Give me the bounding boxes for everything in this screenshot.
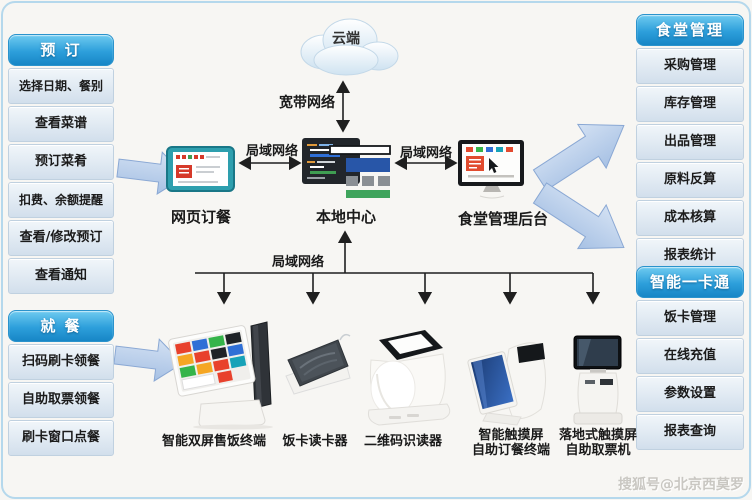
smart-card-item: 参数设置 bbox=[636, 376, 744, 412]
web-ordering-tablet-icon bbox=[166, 146, 236, 196]
device-label-kiosk: 落地式触摸屏 自助取票机 bbox=[552, 428, 644, 458]
cloud-icon bbox=[290, 10, 402, 80]
panel-canteen-mgmt: 食堂管理 采购管理 库存管理 出品管理 原料反算 成本核算 报表统计 bbox=[636, 14, 744, 274]
booking-item: 预订菜肴 bbox=[8, 144, 114, 180]
backend-label: 食堂管理后台 bbox=[457, 210, 548, 228]
block-arrow-smartcard bbox=[532, 182, 625, 250]
block-arrow-canteen bbox=[532, 123, 625, 191]
canteen-item: 成本核算 bbox=[636, 200, 744, 236]
booking-item: 查看/修改预订 bbox=[8, 220, 114, 256]
device-ticket-kiosk bbox=[566, 334, 630, 428]
dining-item: 自助取票领餐 bbox=[8, 382, 114, 418]
canteen-item: 库存管理 bbox=[636, 86, 744, 122]
device-label-qr-reader: 二维码识读器 bbox=[363, 434, 442, 449]
panel-booking-header: 预 订 bbox=[8, 34, 114, 66]
booking-item: 选择日期、餐别 bbox=[8, 68, 114, 104]
backend-monitor-icon bbox=[456, 140, 528, 200]
local-center-label: 本地中心 bbox=[315, 208, 376, 226]
device-label-touch-terminal: 智能触摸屏 自助订餐终端 bbox=[466, 428, 556, 458]
device-label-kiosk-line1: 落地式触摸屏 bbox=[558, 428, 637, 443]
canteen-item: 出品管理 bbox=[636, 124, 744, 160]
device-touch-order-terminal bbox=[467, 333, 555, 427]
canteen-item: 原料反算 bbox=[636, 162, 744, 198]
device-label-kiosk-line2: 自助取票机 bbox=[565, 443, 631, 458]
broadband-network-label: 宽带网络 bbox=[279, 95, 335, 111]
dining-item: 扫码刷卡领餐 bbox=[8, 344, 114, 380]
booking-item: 查看菜谱 bbox=[8, 106, 114, 142]
lan-label-bottom: 局域网络 bbox=[271, 255, 324, 270]
smart-card-item: 饭卡管理 bbox=[636, 300, 744, 336]
lan-label-left: 局域网络 bbox=[245, 144, 298, 159]
device-label-pos: 智能双屏售饭终端 bbox=[161, 434, 266, 449]
watermark: 搜狐号@北京西莫罗 bbox=[618, 477, 744, 493]
lan-label-right: 局域网络 bbox=[399, 146, 452, 161]
web-ordering-label: 网页订餐 bbox=[170, 208, 231, 226]
panel-booking: 预 订 选择日期、餐别 查看菜谱 预订菜肴 扣费、余额提醒 查看/修改预订 查看… bbox=[8, 34, 114, 294]
smart-card-item: 报表查询 bbox=[636, 414, 744, 450]
panel-canteen-header: 食堂管理 bbox=[636, 14, 744, 46]
block-arrow-dining bbox=[113, 338, 184, 382]
panel-smart-card-header: 智能一卡通 bbox=[636, 266, 744, 298]
cloud-label: 云端 bbox=[332, 31, 360, 47]
booking-item: 扣费、余额提醒 bbox=[8, 182, 114, 218]
device-label-touch-terminal-line1: 智能触摸屏 bbox=[478, 428, 544, 443]
local-center-icon bbox=[302, 136, 392, 202]
panel-dining-header: 就 餐 bbox=[8, 310, 114, 342]
device-label-card-reader: 饭卡读卡器 bbox=[282, 434, 348, 449]
smart-card-item: 在线充值 bbox=[636, 338, 744, 374]
device-pos-terminal bbox=[165, 316, 285, 430]
dining-item: 刷卡窗口点餐 bbox=[8, 420, 114, 456]
booking-item: 查看通知 bbox=[8, 258, 114, 294]
panel-dining: 就 餐 扫码刷卡领餐 自助取票领餐 刷卡窗口点餐 bbox=[8, 310, 114, 456]
canteen-item: 采购管理 bbox=[636, 48, 744, 84]
panel-smart-card: 智能一卡通 饭卡管理 在线充值 参数设置 报表查询 bbox=[636, 266, 744, 450]
device-label-touch-terminal-line2: 自助订餐终端 bbox=[471, 443, 550, 458]
device-qr-reader bbox=[355, 326, 455, 428]
device-card-reader bbox=[282, 330, 356, 398]
